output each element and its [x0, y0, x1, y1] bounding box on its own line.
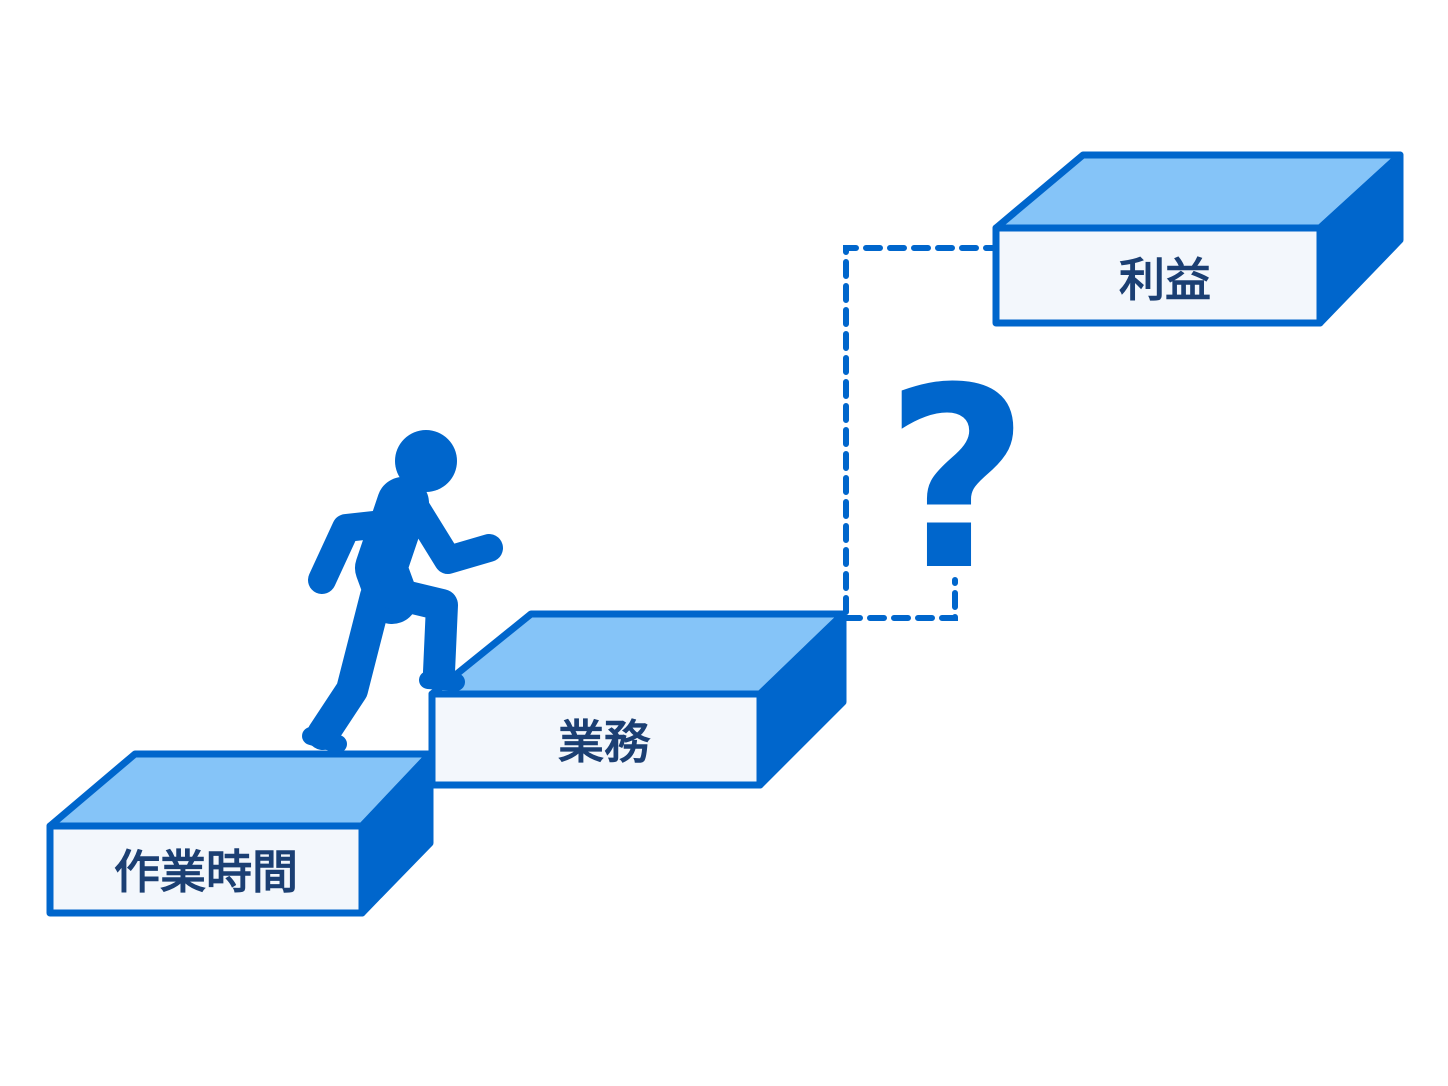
person-arm-back — [308, 509, 406, 594]
step-1-block: 作業時間 — [46, 750, 434, 917]
step-3-block: 利益 — [992, 151, 1404, 327]
person-foot-front — [419, 671, 465, 691]
person-leg-front — [376, 577, 458, 688]
step-3-label: 利益 — [1119, 253, 1211, 307]
person-head — [395, 430, 457, 492]
step-1-front — [46, 822, 366, 917]
step-3-front — [992, 224, 1324, 327]
person-arm-front — [400, 491, 503, 574]
step-2-front — [428, 690, 764, 789]
step-1-label: 作業時間 — [114, 845, 298, 899]
step-2-label: 業務 — [558, 715, 651, 769]
person-foot-back — [302, 727, 347, 753]
question-mark-icon: ? — [884, 334, 1029, 625]
step-2-block: 業務 — [428, 610, 847, 789]
person-climbing-icon — [302, 430, 503, 753]
dashed-connector — [843, 245, 999, 621]
person-leg-back — [307, 580, 392, 750]
